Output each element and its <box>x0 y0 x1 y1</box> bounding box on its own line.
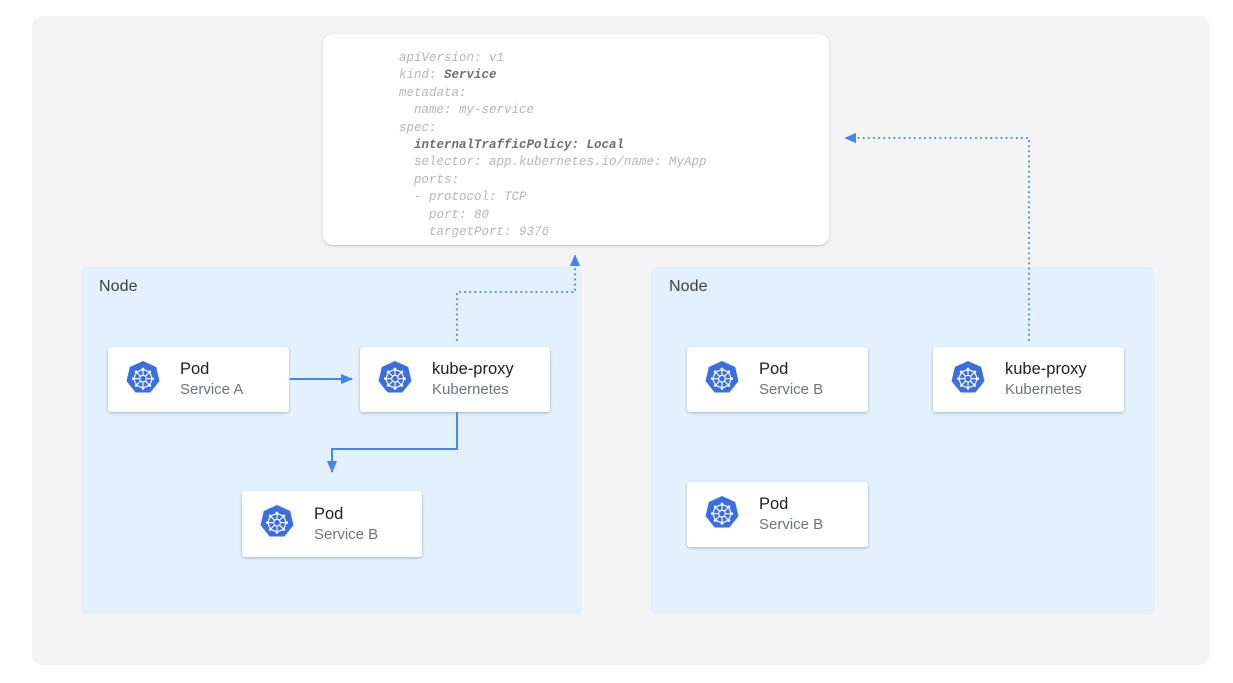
yaml-line: apiVersion: v1 <box>399 51 505 65</box>
yaml-line: metadata: <box>399 85 467 100</box>
entity-subtitle: Kubernetes <box>1005 381 1082 398</box>
yaml-line: ports: <box>399 172 460 187</box>
entity-title: Pod <box>314 504 344 523</box>
yaml-line: name: my-service <box>399 103 535 118</box>
entity-text: Pod Service B <box>314 504 378 545</box>
entity-pod-service-b-left[interactable]: Pod Service B <box>242 491 422 557</box>
entity-subtitle: Service A <box>180 381 244 398</box>
entity-subtitle: Kubernetes <box>432 381 509 398</box>
yaml-value: Service <box>444 68 497 83</box>
entity-title: Pod <box>180 360 210 378</box>
entity-text: Pod Service A <box>180 359 243 400</box>
kubernetes-icon <box>701 359 743 401</box>
entity-title: Pod <box>759 495 789 513</box>
yaml-line: - protocol: TCP <box>399 190 527 205</box>
yaml-line: selector: app.kubernetes.io/name: MyApp <box>399 155 707 170</box>
node-panel-left: Node <box>81 267 582 615</box>
entity-text: kube-proxy Kubernetes <box>1005 359 1087 400</box>
service-manifest-code: apiVersion: v1 kind: Service metadata: nam… <box>399 50 707 241</box>
yaml-line: spec: <box>399 120 437 135</box>
kubernetes-icon <box>947 359 989 401</box>
entity-pod-service-b-right-1[interactable]: Pod Service B <box>687 347 868 412</box>
yaml-line: kind: Service <box>399 68 497 83</box>
kubernetes-icon <box>701 494 743 536</box>
entity-title: kube-proxy <box>432 360 514 378</box>
entity-kube-proxy-right[interactable]: kube-proxy Kubernetes <box>933 347 1124 412</box>
entity-text: Pod Service B <box>759 359 823 400</box>
yaml-line: internalTrafficPolicy: Local <box>399 138 625 153</box>
node-panel-right: Node <box>651 267 1155 615</box>
kubernetes-icon <box>374 359 416 401</box>
yaml-line: port: 80 <box>399 207 490 222</box>
yaml-line: targetPort: 9376 <box>399 225 550 240</box>
entity-pod-service-a[interactable]: Pod Service A <box>108 347 289 412</box>
entity-pod-service-b-right-2[interactable]: Pod Service B <box>687 482 868 547</box>
node-label-right: Node <box>669 278 708 295</box>
entity-text: kube-proxy Kubernetes <box>432 359 514 400</box>
entity-subtitle: Service B <box>759 516 824 533</box>
kubernetes-icon <box>122 359 164 401</box>
node-label-left: Node <box>99 278 138 295</box>
entity-subtitle: Service B <box>314 525 379 543</box>
entity-title: Pod <box>759 360 789 378</box>
entity-title: kube-proxy <box>1005 360 1087 378</box>
entity-subtitle: Service B <box>759 381 824 398</box>
service-manifest-card: apiVersion: v1 kind: Service metadata: nam… <box>323 34 829 245</box>
kubernetes-icon <box>256 503 298 545</box>
entity-kube-proxy-left[interactable]: kube-proxy Kubernetes <box>360 347 550 412</box>
entity-text: Pod Service B <box>759 494 823 535</box>
